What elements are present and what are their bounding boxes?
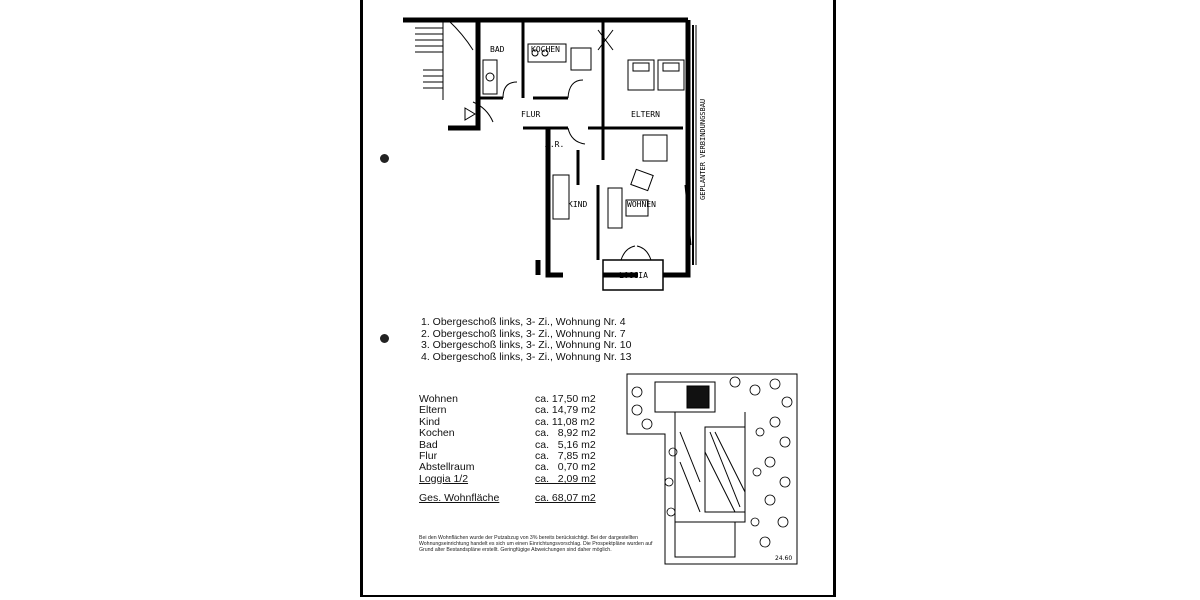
area-table: Wohnen ca. 17,50 m2 Eltern ca. 14,79 m2 Ki… xyxy=(419,393,596,505)
area-name: Eltern xyxy=(419,404,447,417)
unit-line: 1. Obergeschoß links, 3- Zi., Wohnung Nr… xyxy=(421,316,626,328)
area-name: Loggia 1/2 xyxy=(419,472,469,485)
area-name: Kochen xyxy=(419,427,455,440)
document-page: BAD KOCHEN FLUR ELTERN A.R. KIND WOHNEN … xyxy=(360,0,836,597)
site-plan: 24.60 xyxy=(626,373,798,565)
area-name: Flur xyxy=(419,450,438,463)
punch-hole xyxy=(380,334,389,343)
area-row: Abstellraum ca. 0,70 m2 xyxy=(419,461,596,474)
area-row: Kochen ca. 8,92 m2 xyxy=(419,427,596,440)
room-label-loggia: LOGGIA xyxy=(619,271,648,280)
area-row: Eltern ca. 14,79 m2 xyxy=(419,404,596,417)
room-label-bad: BAD xyxy=(490,45,505,54)
side-label: GEPLANTER VERBINDUNGSBAU xyxy=(699,99,707,200)
total-value: ca. 68,07 m2 xyxy=(535,492,596,505)
room-label-kochen: KOCHEN xyxy=(531,45,560,54)
area-value: ca. 2,09 m2 xyxy=(535,472,596,485)
scale-label: 24.60 xyxy=(775,555,792,562)
stairs xyxy=(415,18,444,100)
unit-line: 4. Obergeschoß links, 3- Zi., Wohnung Nr… xyxy=(421,350,632,363)
unit-line: 3. Obergeschoß links, 3- Zi., Wohnung Nr… xyxy=(421,339,632,351)
disclaimer-note: Bei den Wohnflächen wurde der Putzabzug … xyxy=(419,535,653,553)
area-name: Bad xyxy=(419,438,438,451)
area-name: Abstellraum xyxy=(419,461,475,474)
room-label-wohnen: WOHNEN xyxy=(627,200,656,209)
area-total-row: Ges. Wohnfläche ca. 68,07 m2 xyxy=(419,492,596,505)
unit-line: 2. Obergeschoß links, 3- Zi., Wohnung Nr… xyxy=(421,327,626,340)
room-label-kind: KIND xyxy=(568,200,587,209)
area-row: Wohnen ca. 17,50 m2 xyxy=(419,393,596,405)
area-value: ca. 17,50 m2 xyxy=(535,393,596,405)
room-label-ar: A.R. xyxy=(545,140,564,149)
room-label-flur: FLUR xyxy=(521,110,540,119)
area-row: Flur ca. 7,85 m2 xyxy=(419,450,596,463)
area-row: Kind ca. 11,08 m2 xyxy=(419,415,596,428)
total-name: Ges. Wohnfläche xyxy=(419,492,500,505)
unit-list: 1. Obergeschoß links, 3- Zi., Wohnung Nr… xyxy=(421,316,632,363)
punch-hole xyxy=(380,154,389,163)
area-row: Bad ca. 5,16 m2 xyxy=(419,438,596,451)
area-name: Kind xyxy=(419,415,441,428)
area-value: ca. 11,08 m2 xyxy=(535,415,595,428)
area-value: ca. 5,16 m2 xyxy=(535,438,596,451)
area-value: ca. 7,85 m2 xyxy=(535,450,596,463)
area-value: ca. 0,70 m2 xyxy=(535,461,596,474)
area-row: Loggia 1/2 ca. 2,09 m2 xyxy=(419,472,596,485)
floor-plan: BAD KOCHEN FLUR ELTERN A.R. KIND WOHNEN … xyxy=(403,17,707,291)
room-label-eltern: ELTERN xyxy=(631,110,660,119)
area-value: ca. 8,92 m2 xyxy=(535,427,596,440)
area-value: ca. 14,79 m2 xyxy=(535,404,596,417)
area-name: Wohnen xyxy=(419,393,458,405)
